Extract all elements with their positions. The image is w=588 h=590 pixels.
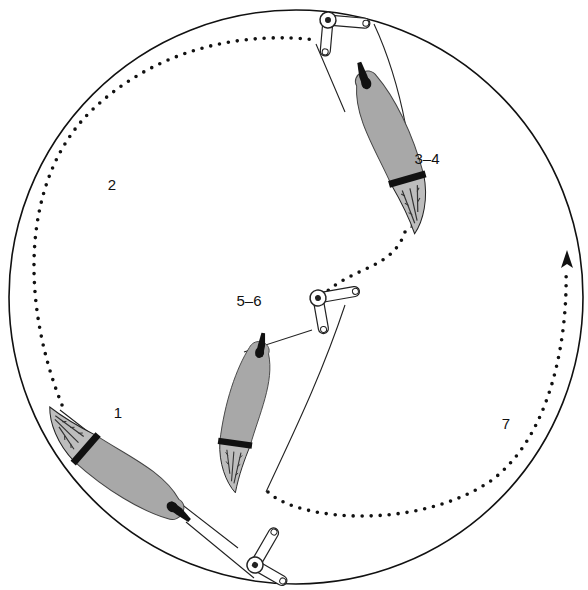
callout-number: 1 xyxy=(114,404,122,421)
callout-number: 7 xyxy=(502,415,510,432)
callout-number: 2 xyxy=(108,176,116,193)
callout-number: 5–6 xyxy=(236,292,261,309)
callout-number: 3–4 xyxy=(414,150,439,167)
